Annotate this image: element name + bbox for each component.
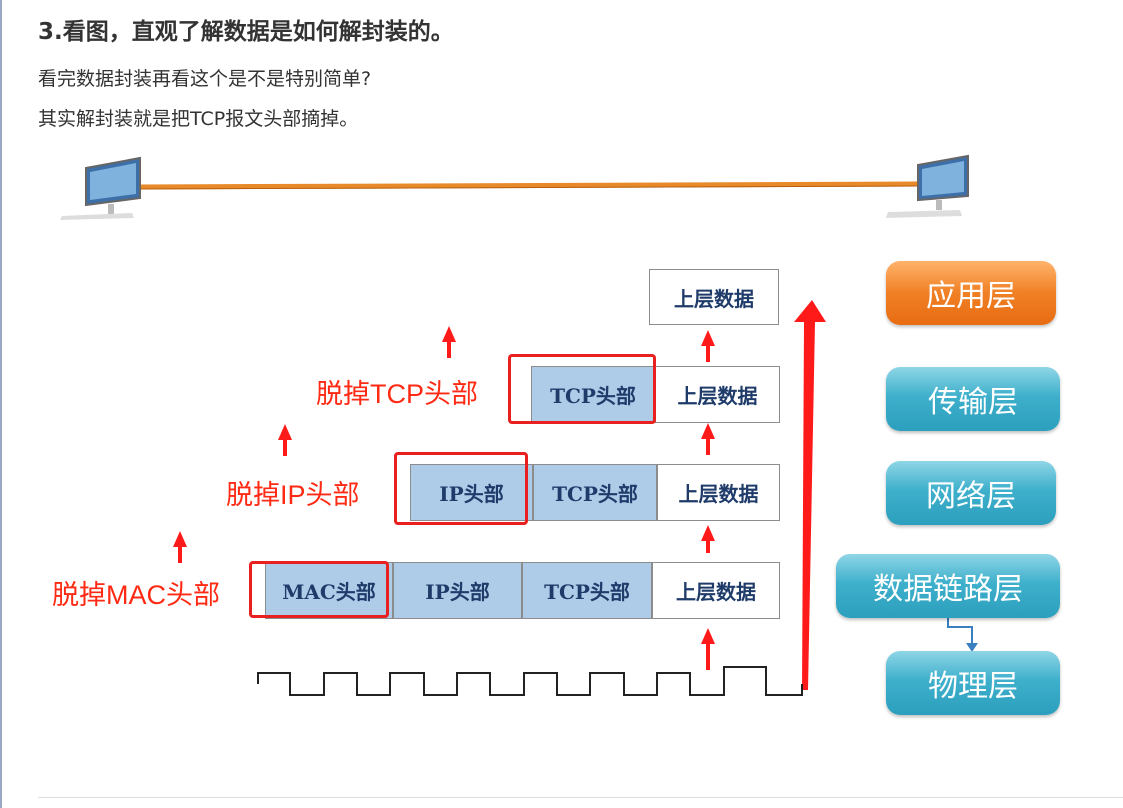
- ip-highlight-box: [394, 452, 528, 525]
- data-link-layer: 数据链路层: [836, 554, 1060, 618]
- arrow-up: [701, 525, 715, 553]
- upper-data-box: 上层数据: [649, 269, 779, 325]
- application-layer: 应用层: [886, 261, 1056, 325]
- arrow-up: [278, 424, 292, 456]
- large-up-arrow: [794, 300, 826, 690]
- paragraph-2: 其实解封装就是把TCP报文头部摘掉。: [38, 108, 359, 130]
- tcp-header-cell: TCP头部: [522, 562, 652, 619]
- tcp-header-cell: TCP头部: [533, 464, 657, 521]
- tcp-highlight-box: [508, 354, 656, 424]
- page-left-border: [0, 0, 2, 808]
- arrow-up: [442, 326, 456, 358]
- physical-layer: 物理层: [886, 651, 1060, 715]
- network-cable: [139, 181, 919, 190]
- transport-layer: 传输层: [886, 367, 1060, 431]
- section-heading: 3.看图，直观了解数据是如何解封装的。: [38, 19, 454, 45]
- strip-ip-label: 脱掉IP头部: [226, 480, 360, 510]
- paragraph-1: 看完数据封装再看这个是不是特别简单?: [38, 68, 372, 90]
- right-computer-icon: [886, 154, 969, 218]
- tcp-header-cell: TCP头部: [531, 366, 655, 423]
- upper-data-cell: 上层数据: [652, 562, 780, 619]
- layer-connector: [947, 617, 973, 645]
- mac-highlight-box: [249, 561, 389, 618]
- ip-header-cell: IP头部: [393, 562, 522, 619]
- bottom-divider: [38, 797, 1123, 798]
- left-computer-icon: [60, 156, 141, 220]
- strip-mac-label: 脱掉MAC头部: [52, 580, 220, 610]
- arrow-up: [701, 423, 715, 455]
- network-layer: 网络层: [886, 461, 1056, 525]
- arrow-up: [701, 330, 715, 362]
- upper-data-cell: 上层数据: [655, 366, 780, 423]
- signal-square-wave: [257, 666, 803, 696]
- arrow-up: [173, 531, 187, 563]
- arrow-up: [701, 628, 715, 670]
- strip-tcp-label: 脱掉TCP头部: [316, 379, 478, 409]
- ip-header-cell: IP头部: [410, 464, 533, 521]
- mac-header-cell: MAC头部: [265, 562, 393, 619]
- upper-data-cell: 上层数据: [657, 464, 780, 521]
